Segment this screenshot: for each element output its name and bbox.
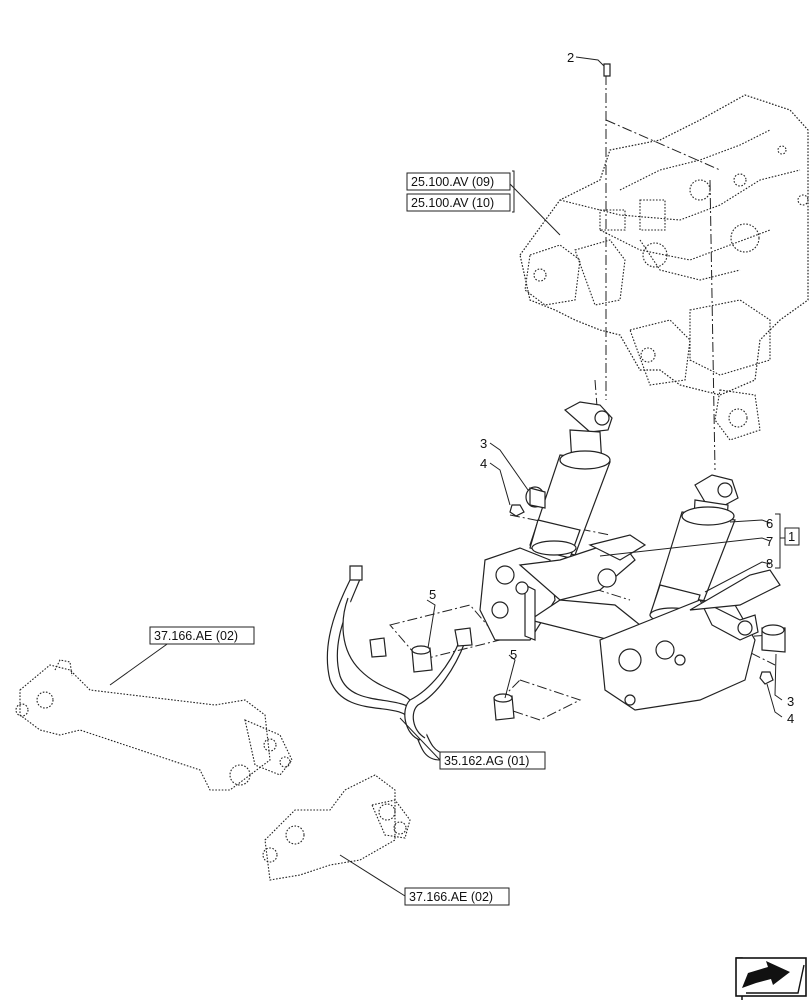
- hydraulic-hoses: [326, 565, 473, 761]
- bushing-left-3: [525, 486, 546, 509]
- ref-box-35-162-ag-01[interactable]: 35.162.AG (01): [439, 751, 546, 770]
- callout-4-left: 4: [480, 456, 487, 471]
- leader-lines: [109, 56, 786, 897]
- callout-2: 2: [567, 50, 574, 65]
- pin-2: [603, 63, 611, 77]
- bushing-5-lower: [493, 693, 515, 721]
- ref-35-162-ag-01-text[interactable]: 35.162.AG (01): [444, 754, 529, 768]
- ref-37-166-ae-02-upper-text[interactable]: 37.166.AE (02): [154, 629, 238, 643]
- callout-6: 6: [766, 516, 773, 531]
- hydraulic-cylinder-right: [649, 474, 739, 626]
- lower-link-arm-short: [262, 774, 411, 881]
- ref-box-25-100-av-10[interactable]: 25.100.AV (10): [406, 193, 511, 212]
- lift-bracket-assembly: [479, 534, 781, 711]
- bolt-right-4: [759, 671, 774, 685]
- ref-37-166-ae-02-lower-text[interactable]: 37.166.AE (02): [409, 890, 493, 904]
- callout-4-right: 4: [787, 711, 794, 726]
- ref-box-25-100-av-09[interactable]: 25.100.AV (09): [406, 172, 511, 191]
- hydraulic-cylinder-left: [529, 401, 613, 559]
- callout-5-upper: 5: [429, 587, 436, 602]
- arrow-previous-page-icon[interactable]: [735, 957, 807, 1000]
- bushing-5-upper: [411, 645, 433, 673]
- group-1-box: [784, 527, 800, 546]
- front-support-frame: [519, 94, 809, 441]
- ref-box-37-166-ae-02-lower[interactable]: 37.166.AE (02): [404, 887, 510, 906]
- bolt-left-4: [509, 504, 525, 517]
- ref-25-100-av-09-text[interactable]: 25.100.AV (09): [411, 175, 494, 189]
- lower-link-arm-long: [15, 659, 293, 791]
- callout-group-1: 1: [788, 529, 795, 544]
- callout-3-right: 3: [787, 694, 794, 709]
- bushing-right-3: [761, 624, 786, 653]
- ref-25-100-av-10-text[interactable]: 25.100.AV (10): [411, 196, 494, 210]
- callout-8: 8: [766, 556, 773, 571]
- callout-5-lower: 5: [510, 647, 517, 662]
- ref-box-37-166-ae-02-upper[interactable]: 37.166.AE (02): [149, 626, 255, 645]
- callout-3-left: 3: [480, 436, 487, 451]
- callout-7: 7: [766, 534, 773, 549]
- callout-labels: 2 3 4 5 5 6 7 8 3 4 1: [429, 50, 800, 726]
